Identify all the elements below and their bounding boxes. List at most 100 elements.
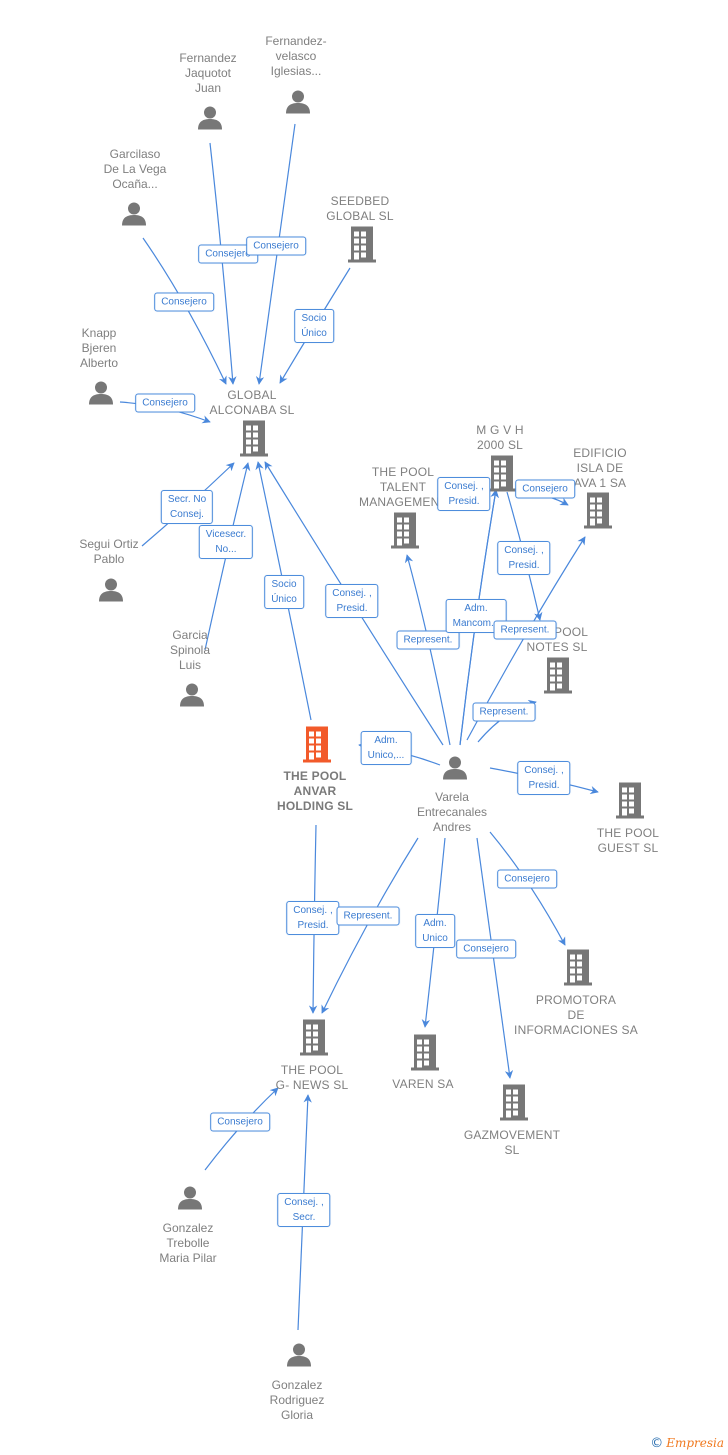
building-icon[interactable] — [238, 420, 270, 462]
person-name-line: velasco — [275, 49, 317, 63]
relationship-label[interactable]: Adm.Unico — [415, 914, 455, 948]
company-name-line: NOTES SL — [526, 640, 588, 654]
person-name-line: Iglesias... — [270, 64, 322, 78]
person-name-line: Entrecanales — [416, 805, 488, 819]
person-icon[interactable] — [285, 90, 311, 119]
building-icon[interactable] — [486, 455, 518, 497]
relationship-label[interactable]: Consej. ,Presid. — [517, 761, 571, 795]
relationship-label[interactable]: Represent. — [336, 906, 400, 926]
relationship-label-text: Consejero — [161, 296, 207, 308]
company-name-line: M G V H — [476, 423, 524, 437]
building-icon[interactable] — [614, 782, 646, 824]
relationship-label-text: Secr. No — [167, 494, 207, 505]
edge-varela-to-talent — [404, 554, 451, 746]
person-icon[interactable] — [177, 1186, 203, 1215]
relationship-label-text: Consej. , — [444, 481, 484, 492]
person-name-line: Maria Pilar — [159, 1251, 217, 1265]
person-name-line: Fernandez — [179, 51, 237, 65]
relationship-label[interactable]: Vicesecr.No... — [198, 525, 254, 559]
person-icon[interactable] — [121, 202, 147, 231]
person-name-line: Fernandez- — [265, 34, 327, 48]
relationship-label[interactable]: Consejero — [246, 236, 306, 256]
company-name-line: DE — [567, 1008, 585, 1022]
person-icon[interactable] — [197, 106, 223, 135]
person-name-line: Varela — [435, 790, 469, 804]
company-name-line: GUEST SL — [597, 841, 659, 855]
relationship-label[interactable]: Consejero — [515, 479, 575, 499]
relationship-label[interactable]: Consej. ,Presid. — [437, 477, 491, 511]
person-icon[interactable] — [88, 381, 114, 410]
company-name-line: SL — [504, 1143, 520, 1157]
relationship-label[interactable]: Consejero — [497, 869, 557, 889]
building-icon[interactable] — [562, 949, 594, 991]
building-icon[interactable] — [389, 512, 421, 554]
relationship-label[interactable]: Consej. ,Secr. — [277, 1193, 331, 1227]
person-name-line: Rodriguez — [269, 1393, 325, 1407]
company-node-varen[interactable]: VAREN SA — [392, 1077, 453, 1092]
person-name-line: Pablo — [93, 552, 125, 566]
relationship-label[interactable]: Adm.Unico,... — [360, 731, 412, 765]
empresia-logo[interactable]: Empresia — [666, 1436, 724, 1450]
company-name-line: THE POOL — [283, 769, 347, 783]
person-icon[interactable] — [442, 756, 468, 785]
company-name-line: ISLA DE — [576, 461, 624, 475]
relationship-label[interactable]: Represent. — [396, 630, 460, 650]
person-icon[interactable] — [98, 578, 124, 607]
relationship-label[interactable]: Consejero — [210, 1112, 270, 1132]
person-icon[interactable] — [179, 683, 205, 712]
relationship-label-text: Presid. — [508, 560, 540, 571]
relationship-label[interactable]: Consejero — [135, 393, 195, 413]
building-icon[interactable] — [582, 492, 614, 534]
person-icon[interactable] — [286, 1343, 312, 1372]
company-name-line: GAZMOVEMENT — [463, 1128, 561, 1142]
relationship-label[interactable]: Consej. ,Presid. — [286, 901, 340, 935]
relationship-label[interactable]: Consej. ,Presid. — [497, 541, 551, 575]
person-name-line: Segui Ortiz — [79, 537, 139, 551]
relationship-label-text: Consejero — [142, 397, 188, 409]
building-icon[interactable] — [298, 1019, 330, 1061]
relationship-label[interactable]: Consejero — [198, 244, 258, 264]
relationship-label[interactable]: Represent. — [472, 702, 536, 722]
relationship-label[interactable]: Represent. — [493, 620, 557, 640]
company-name-line: SEEDBED — [330, 194, 390, 208]
relationship-label-text: Único — [271, 594, 297, 605]
relationship-label-text: Represent. — [500, 624, 550, 636]
building-icon[interactable] — [346, 226, 378, 268]
footer-credit[interactable]: ©Empresia — [650, 1435, 724, 1451]
person-name-line: Spinola — [169, 643, 211, 657]
relationship-label-text: No... — [215, 544, 237, 555]
building-icon[interactable] — [301, 726, 333, 768]
relationship-label-text: Consejero — [504, 873, 550, 885]
company-name-line: THE POOL — [280, 1063, 344, 1077]
person-name-line: Jaquotot — [184, 66, 232, 80]
relationship-label[interactable]: Consejero — [154, 292, 214, 312]
relationship-label[interactable]: Consejero — [456, 939, 516, 959]
building-icon[interactable] — [498, 1084, 530, 1126]
company-name-line: ANVAR — [293, 784, 337, 798]
building-icon[interactable] — [409, 1034, 441, 1076]
building-icon[interactable] — [542, 657, 574, 699]
relationship-label[interactable]: Consej. ,Presid. — [325, 584, 379, 618]
